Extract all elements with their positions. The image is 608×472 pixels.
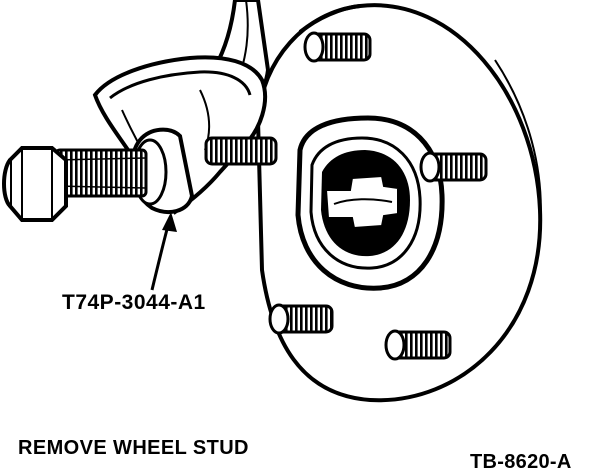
wheel-stud-lower-right: [384, 329, 452, 361]
leader-arrow: [150, 212, 177, 291]
wheel-stud-right: [419, 151, 488, 183]
hub-flange-edge: [298, 4, 361, 34]
wheel-studs: [268, 31, 488, 361]
tool-forcing-screw: [54, 148, 148, 198]
hub-flange: [255, 3, 543, 403]
wheel-stud-top: [303, 31, 372, 63]
stud-remover-tool: [2, 0, 278, 222]
tool-yoke-groove: [109, 70, 252, 100]
tool-hex-head: [2, 146, 68, 222]
tool-pusher-pin: [204, 136, 278, 166]
figure-caption: REMOVE WHEEL STUD: [18, 437, 249, 459]
tool-part-number-label: T74P-3044-A1: [62, 291, 206, 314]
hub-spline: [324, 174, 399, 230]
figure-reference-id: TB-8620-A: [470, 451, 572, 472]
hub-flange-rim-line: [494, 59, 542, 231]
wheel-stud-lower-left: [268, 303, 334, 335]
